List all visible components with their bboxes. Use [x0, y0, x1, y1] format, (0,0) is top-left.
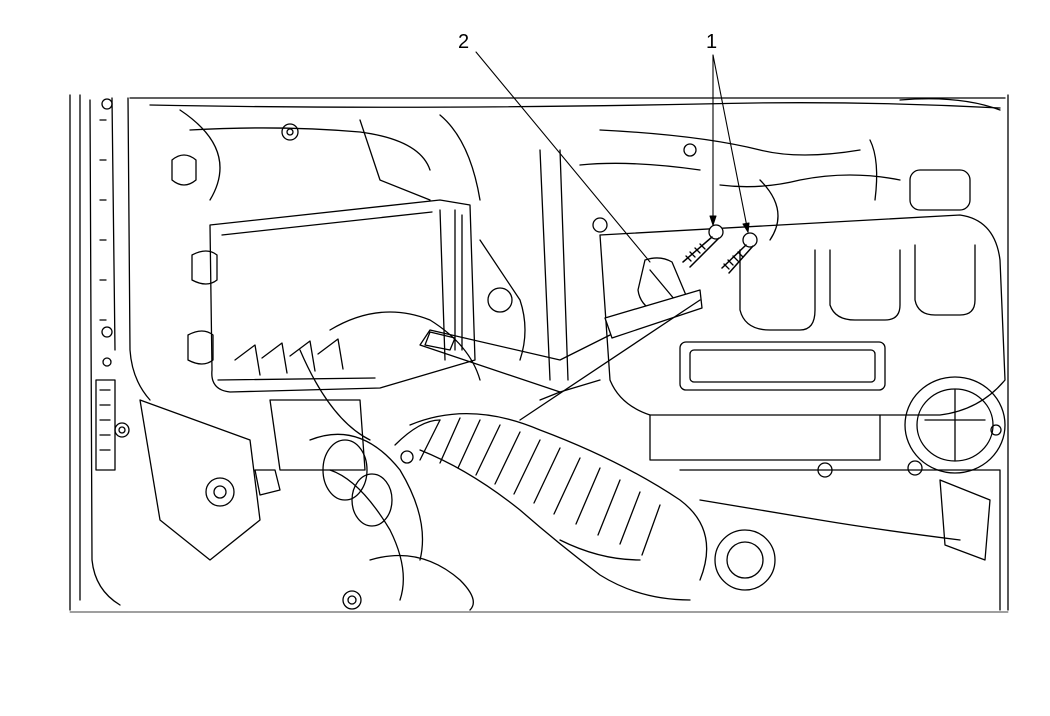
leader-lines: [476, 52, 749, 262]
air-cleaner-housing: [188, 200, 475, 392]
lower-engine-components: [560, 461, 1000, 610]
duct-bracket: [420, 258, 702, 420]
leader-line-1b: [713, 55, 748, 232]
frame-edges: [70, 95, 1008, 612]
bolt-right: [722, 233, 757, 273]
cowl-and-firewall: [130, 98, 1005, 200]
callout-1: 1: [706, 31, 718, 53]
left-fender-panel: [80, 95, 150, 605]
callout-2: 2: [458, 31, 470, 53]
bolt-left: [683, 225, 723, 267]
air-intake-duct: [300, 312, 707, 600]
engine-cover: [600, 215, 1005, 460]
harness-and-hoses: [480, 130, 970, 380]
mounting-bolts: [683, 225, 757, 273]
oil-filler-cap: [905, 377, 1005, 473]
lower-duct-resonator: [270, 400, 473, 610]
lower-left-bracket: [140, 400, 280, 560]
leader-line-2: [476, 52, 650, 262]
